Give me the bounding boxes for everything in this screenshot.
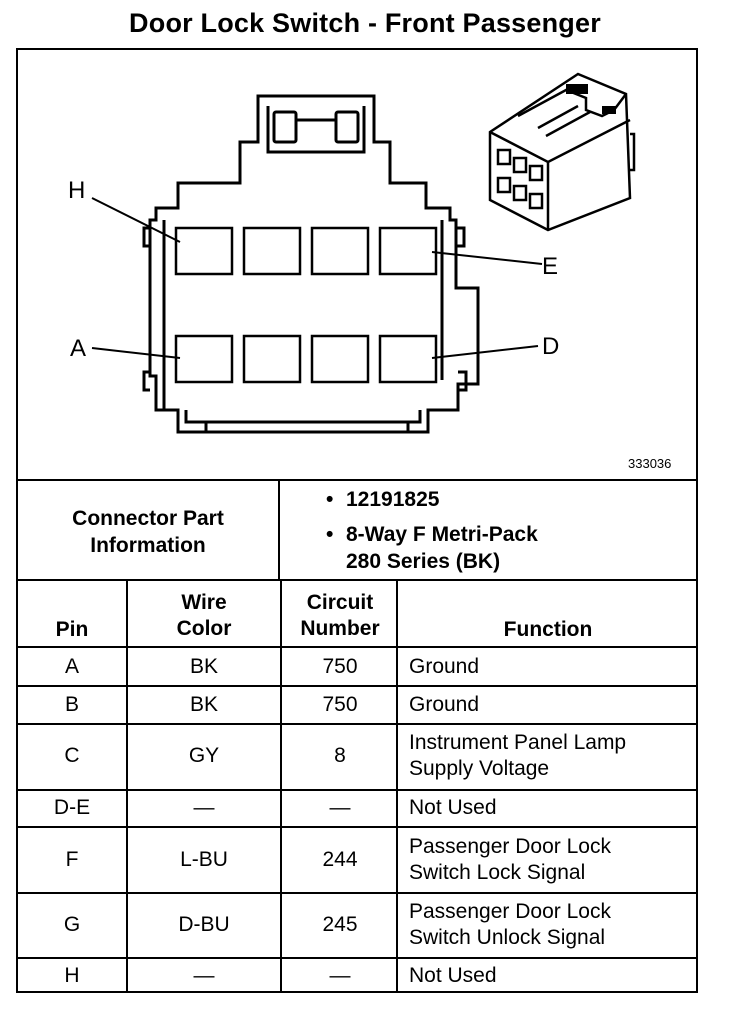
page-title: Door Lock Switch - Front Passenger: [129, 8, 601, 38]
part-number: 12191825: [346, 488, 440, 511]
row-function: Not Used: [409, 964, 497, 987]
row-circuit: 244: [322, 848, 358, 871]
connector-part-label-line2: Information: [90, 534, 206, 557]
leader-h: [91, 197, 181, 243]
row-function: Passenger Door Lock Switch Unlock Signal: [409, 899, 699, 951]
header-circuit-line1: Circuit: [306, 591, 374, 614]
diagram-frame: [16, 48, 698, 993]
row-circuit: —: [329, 964, 351, 987]
header-function: Function: [503, 618, 593, 641]
header-wire-color: Wire Color: [128, 590, 280, 642]
part-number-item: • 12191825: [326, 486, 538, 513]
row-circuit: 750: [322, 693, 358, 716]
header-circuit-number: Circuit Number: [282, 590, 398, 642]
pin-label-h: H: [68, 177, 85, 204]
connector-isometric-icon: [488, 72, 636, 232]
row-circuit: 750: [322, 655, 358, 678]
header-wire-color-line2: Color: [176, 617, 232, 640]
connector-description-line2: 280 Series (BK): [346, 550, 501, 573]
header-bottom-border: [16, 646, 698, 648]
connector-description-line1: 8-Way F Metri-Pack: [346, 523, 538, 546]
row-pin: F: [65, 848, 79, 871]
connector-part-label-line1: Connector Part: [72, 507, 224, 530]
row-wire-color: D-BU: [178, 913, 230, 936]
row-circuit: 245: [322, 913, 358, 936]
table-top-border: [16, 479, 698, 481]
leader-e: [431, 251, 543, 265]
header-top-border: [16, 579, 698, 581]
row-function-line1: Passenger Door Lock: [409, 835, 611, 858]
row-circuit: 8: [334, 744, 346, 767]
connector-info-divider: [278, 479, 280, 579]
row-pin: B: [64, 693, 79, 716]
row-function-line2: Supply Voltage: [409, 757, 550, 780]
connector-description-item-cont: 280 Series (BK): [326, 548, 538, 575]
row-function: Instrument Panel Lamp Supply Voltage: [409, 730, 699, 782]
row-function-line2: Switch Lock Signal: [409, 861, 586, 884]
row-border: [16, 685, 698, 687]
row-function-line2: Switch Unlock Signal: [409, 926, 606, 949]
leader-a: [91, 347, 181, 359]
connector-description-item: • 8-Way F Metri-Pack: [326, 521, 538, 548]
header-circuit-line2: Number: [300, 617, 380, 640]
row-pin: A: [64, 655, 79, 678]
row-border: [16, 826, 698, 828]
row-function-line1: Instrument Panel Lamp: [409, 731, 627, 754]
row-function: Ground: [409, 655, 480, 678]
col-divider-circuit: [396, 579, 398, 993]
bullet-icon: •: [326, 488, 334, 511]
pin-label-e: E: [542, 253, 558, 280]
leader-d: [431, 345, 539, 359]
row-pin: C: [64, 744, 80, 767]
connector-part-label: Connector Part Information: [18, 505, 278, 559]
col-divider-pin: [126, 579, 128, 993]
row-wire-color: —: [193, 964, 215, 987]
row-border: [16, 789, 698, 791]
row-pin: D-E: [53, 796, 91, 819]
row-wire-color: L-BU: [180, 848, 228, 871]
row-function: Passenger Door Lock Switch Lock Signal: [409, 834, 699, 886]
bullet-icon: •: [326, 523, 334, 546]
row-function-line1: Passenger Door Lock: [409, 900, 611, 923]
connector-face-diagram: H E A D: [68, 72, 636, 434]
row-circuit: —: [329, 796, 351, 819]
row-border: [16, 723, 698, 725]
row-pin: H: [64, 964, 80, 987]
row-wire-color: —: [193, 796, 215, 819]
row-wire-color: BK: [189, 655, 218, 678]
col-divider-color: [280, 579, 282, 993]
row-pin: G: [63, 913, 81, 936]
pin-label-d: D: [542, 333, 559, 360]
row-border: [16, 957, 698, 959]
connector-part-details: • 12191825 • 8-Way F Metri-Pack 280 Seri…: [326, 486, 538, 575]
row-function: Ground: [409, 693, 480, 716]
row-border: [16, 892, 698, 894]
pin-label-a: A: [70, 335, 86, 362]
row-wire-color: BK: [189, 693, 218, 716]
row-wire-color: GY: [188, 744, 220, 767]
row-function: Not Used: [409, 796, 497, 819]
header-wire-color-line1: Wire: [181, 591, 227, 614]
header-pin: Pin: [55, 618, 89, 641]
figure-code: 333036: [628, 456, 672, 471]
